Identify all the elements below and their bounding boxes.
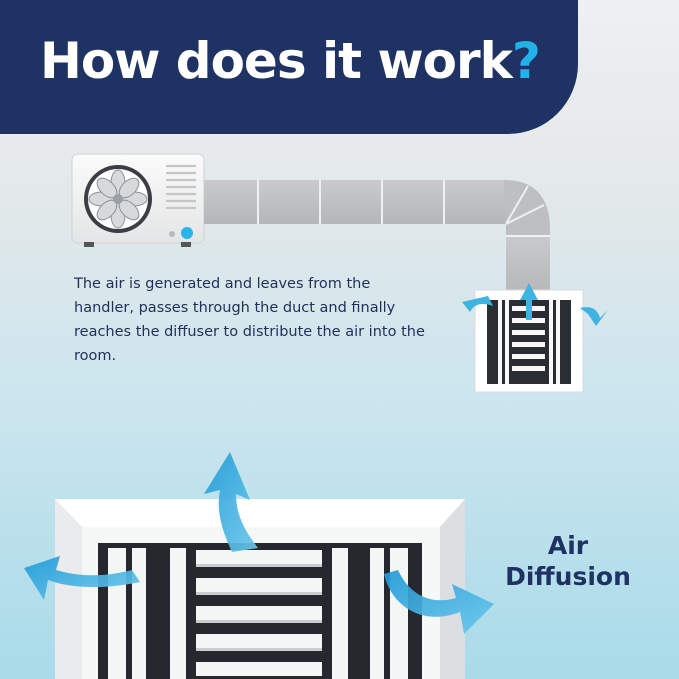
arrow-up-icon — [204, 452, 258, 552]
arrow-up-icon — [520, 283, 538, 320]
air-duct — [204, 180, 550, 296]
arrow-left-icon — [462, 296, 493, 312]
small-diffuser — [474, 289, 584, 393]
small-airflow-arrows — [462, 283, 608, 326]
arrow-right-icon — [580, 307, 608, 326]
arrow-right-icon — [384, 570, 494, 634]
label-line-2: Diffusion — [505, 562, 631, 591]
air-handler-unit — [71, 153, 205, 247]
large-airflow-arrows — [24, 452, 494, 634]
title-text: How does it work — [40, 32, 513, 90]
power-indicator-icon — [181, 227, 193, 239]
arrow-left-icon — [24, 556, 140, 600]
description-text: The air is generated and leaves from the… — [74, 276, 425, 364]
title-banner — [0, 0, 578, 134]
title-question-mark: ? — [511, 32, 541, 90]
page-title: How does it work? — [40, 32, 541, 90]
label-line-1: Air — [547, 531, 589, 560]
large-diffuser — [55, 499, 465, 679]
